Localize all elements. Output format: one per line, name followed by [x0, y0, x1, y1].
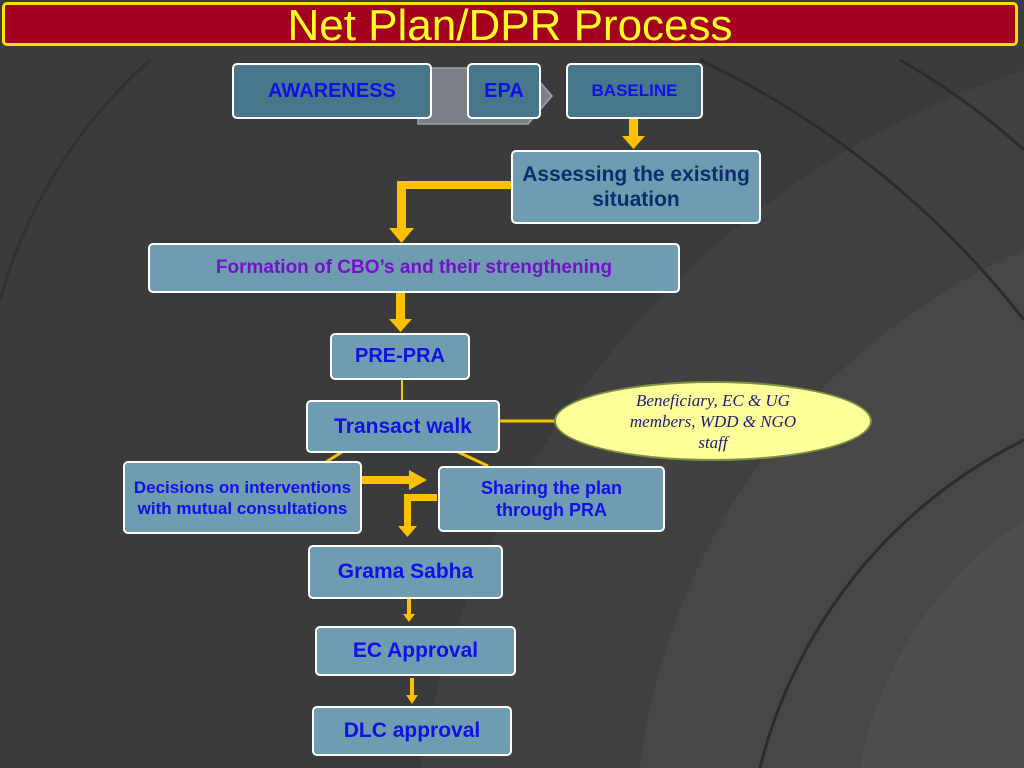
- connector-transact-to-decisions: [325, 450, 343, 464]
- arrow-formation-to-pre-pra: [389, 292, 412, 332]
- step-awareness-label: AWARENESS: [268, 79, 396, 102]
- step-baseline-label: BASELINE: [591, 81, 678, 100]
- arrow-grama-sabha-to-ec: [403, 599, 415, 622]
- step-ec-approval-label: EC Approval: [352, 639, 479, 662]
- step-formation: Formation of CBO’s and their strengtheni…: [148, 243, 680, 293]
- step-grama-sabha-label: Grama Sabha: [337, 560, 474, 583]
- step-dlc-approval-label: DLC approval: [343, 719, 481, 742]
- title-bar: Net Plan/DPR Process: [2, 1, 1018, 50]
- arrow-assessing-to-formation: [389, 181, 512, 243]
- step-baseline: BASELINE: [566, 63, 703, 119]
- step-transact-walk: Transact walk: [306, 400, 500, 453]
- arrow-decisions-to-sharing: [361, 470, 427, 490]
- step-pre-pra: PRE-PRA: [330, 333, 470, 380]
- step-pre-pra-label: PRE-PRA: [354, 345, 445, 367]
- arrow-baseline-to-assessing: [622, 118, 645, 149]
- step-assessing-label: Assessing the existing situation: [522, 163, 750, 211]
- arrow-sharing-to-grama-sabha: [398, 494, 437, 537]
- step-ec-approval: EC Approval: [315, 626, 516, 676]
- step-awareness: AWARENESS: [232, 63, 432, 119]
- step-sharing: Sharing the plan through PRA: [438, 466, 665, 532]
- step-epa: EPA: [467, 63, 541, 119]
- step-epa-label: EPA: [484, 79, 524, 102]
- participants-note-text: Beneficiary, EC & UG members, WDD & NGO …: [629, 390, 797, 452]
- step-formation-label: Formation of CBO’s and their strengtheni…: [215, 257, 613, 278]
- step-sharing-label: Sharing the plan through PRA: [480, 478, 622, 520]
- step-decisions: Decisions on interventions with mutual c…: [123, 461, 362, 534]
- participants-note: Beneficiary, EC & UG members, WDD & NGO …: [554, 381, 872, 461]
- arrow-ec-to-dlc: [406, 678, 418, 704]
- step-decisions-label: Decisions on interventions with mutual c…: [133, 477, 352, 518]
- step-assessing: Assessing the existing situation: [511, 150, 761, 224]
- step-grama-sabha: Grama Sabha: [308, 545, 503, 599]
- slide-title: Net Plan/DPR Process: [287, 1, 733, 50]
- step-dlc-approval: DLC approval: [312, 706, 512, 756]
- step-transact-walk-label: Transact walk: [334, 414, 472, 438]
- connector-transact-to-sharing: [457, 450, 489, 468]
